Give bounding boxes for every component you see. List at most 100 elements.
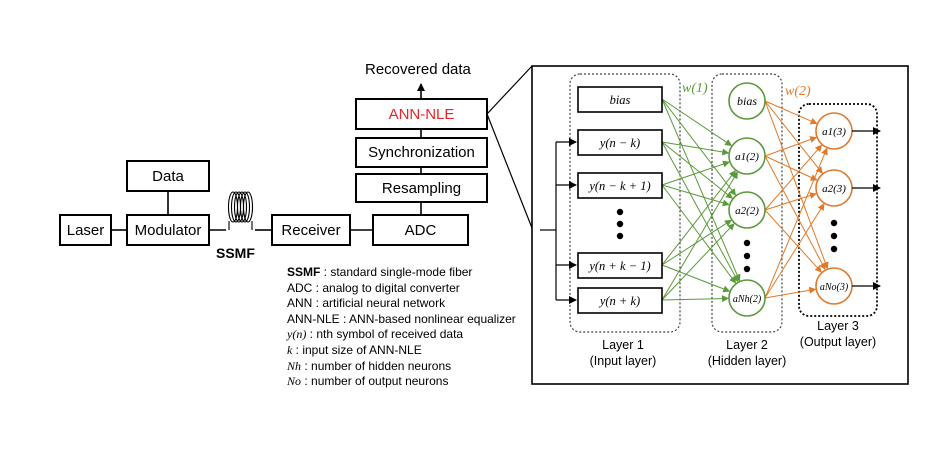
input-box [577,129,663,156]
layer2-weight-line [764,144,823,211]
modulator-block: Modulator [126,214,210,246]
legend-desc: : number of hidden neurons [301,358,452,373]
legend-term: No [287,374,302,389]
layer1-weight-line [661,170,736,266]
input-label: y(n + k − 1) [587,259,650,273]
legend-term: k [287,342,293,357]
output-label: a1(3) [822,126,846,138]
hidden-bias-label: bias [737,94,757,108]
layer1-weight-line [661,171,738,301]
layer2-weight-line [764,136,818,157]
output-label: aNo(3) [820,282,849,293]
layer2-weight-line [764,209,822,273]
legend-term: SSMF [287,265,321,279]
layer1-weight-line [661,295,730,303]
legend-row: ANN : artificial neural network [287,296,516,312]
input-label: y(n − k + 1) [587,179,650,193]
input-box [577,287,663,314]
weight2-label: w(2) [785,84,811,99]
legend-desc: : nth symbol of received data [306,327,464,342]
layer1-weight-line [661,264,731,293]
legend-desc: : analog to digital converter [312,280,460,295]
legend-row: ADC : analog to digital converter [287,281,516,297]
legend-desc: : artificial neural network [312,296,446,311]
hidden-nodes [728,82,766,317]
output-label: a2(3) [822,183,846,195]
layer1-weight-line [661,184,730,207]
ssmf-label: SSMF [216,245,255,261]
weight1-label: w(1) [682,81,708,96]
layer1-group [569,73,681,333]
hidden-label: aNh(2) [733,294,762,305]
layer2-weight-line [764,147,828,299]
layer2-weight-line [764,155,818,181]
input-label: y(n + k) [598,294,640,308]
synchronization-block: Synchronization [355,137,488,168]
hidden-ellipsis-icon [743,239,751,273]
layer1-weight-line [661,141,739,283]
resampling-block: Resampling [355,173,488,203]
layer1-weight-line [661,184,737,284]
output-arrows [852,127,881,290]
hidden-neuron [728,279,766,317]
adc-block: ADC [372,214,469,246]
layer2-title: Layer 2 [726,338,768,352]
layer2-weight-line [764,100,829,270]
layer1-weight-line [661,141,730,156]
ann-nle-block: ANN-NLE [355,98,488,130]
input-nodes: bias y(n − k) y(n − k + 1) y(n + k − 1) … [577,86,663,314]
layer2-weight-line [764,100,823,174]
output-ellipsis-icon [830,219,838,253]
layer1-weight-line [661,98,741,282]
layer1-weight-line [661,98,737,196]
hidden-label: a2(2) [735,205,759,217]
hidden-label: a1(2) [735,151,759,163]
input-label: y(n − k) [598,136,640,150]
input-bias-box [577,86,663,113]
layer1-weights [661,98,741,303]
input-box [577,252,663,279]
legend-term: ADC [287,280,313,295]
layer1-title: Layer 1 [602,338,644,352]
legend-row: SSMF : standard single-mode fiber [287,265,516,281]
layer2-weight-line [764,203,825,299]
layer2-weight-line [764,155,826,271]
legend-desc: : number of output neurons [301,374,449,389]
receiver-block: Receiver [271,214,351,246]
hidden-neuron [728,137,766,175]
input-bias-label: bias [610,93,631,107]
layer2-subtitle: (Hidden layer) [708,354,787,368]
legend-row: ANN-NLE : ANN-based nonlinear equalizer [287,312,516,328]
data-block: Data [126,160,210,192]
legend-row: No : number of output neurons [287,374,516,390]
layer2-weights [764,100,829,299]
legend-term: Nh [287,358,302,373]
layer1-weight-line [661,223,735,301]
hidden-neuron [728,191,766,229]
layer3-subtitle: (Output layer) [800,335,876,349]
legend-desc: : input size of ANN-NLE [292,342,422,357]
recovered-data-label: Recovered data [365,61,471,78]
layer1-weight-line [661,219,732,266]
signal-path [111,83,425,231]
ssmf-coil-icon [227,191,254,230]
layer1-weight-line [661,160,730,186]
layer2-weight-line [764,100,818,125]
legend-desc: : standard single-mode fiber [320,265,473,279]
hidden-bias-neuron [728,82,766,120]
input-ellipsis-icon [616,208,624,240]
layer2-weight-line [764,286,817,299]
input-feed-lines [540,138,577,304]
legend-row: Nh : number of hidden neurons [287,359,516,375]
layer1-weight-line [661,98,733,146]
laser-block: Laser [59,214,112,246]
layer1-weight-line [661,141,733,199]
legend-desc: : ANN-based nonlinear equalizer [339,311,516,326]
legend-row: y(n) : nth symbol of received data [287,327,516,343]
legend-term: ANN [287,296,313,311]
legend-term: y(n) [287,327,307,342]
layer3-title: Layer 3 [817,319,859,333]
layer3-group [798,103,878,317]
layer2-group [711,73,783,333]
